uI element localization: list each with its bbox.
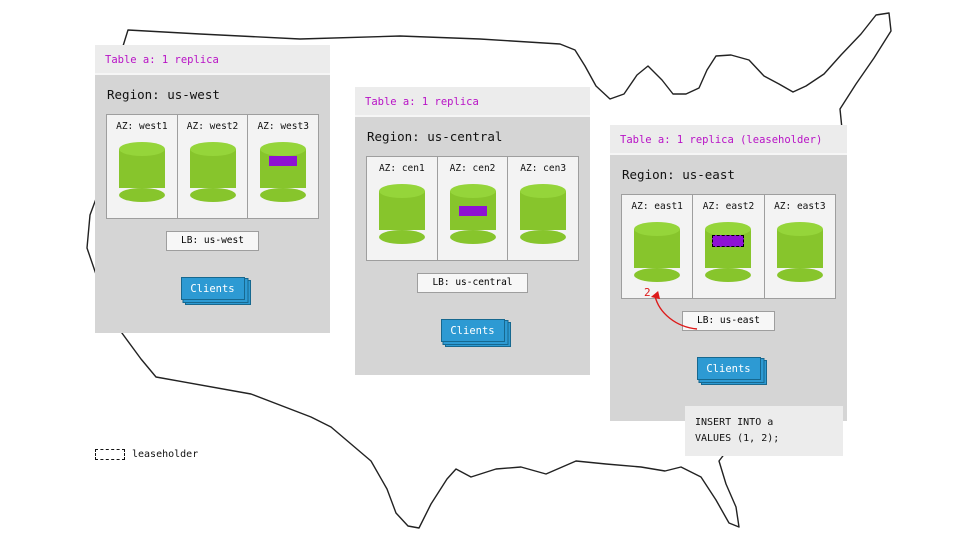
database-cylinder-icon — [118, 142, 165, 202]
replica-marker — [269, 156, 298, 166]
az-label: AZ: west3 — [257, 121, 309, 132]
sql-statement-note: INSERT INTO a VALUES (1, 2); — [685, 406, 843, 456]
az-label: AZ: west1 — [116, 121, 168, 132]
database-cylinder-icon — [705, 222, 752, 282]
az-cell-cen3: AZ: cen3 — [508, 157, 578, 260]
legend: leaseholder — [95, 449, 198, 460]
clients-box: Clients — [696, 357, 761, 380]
clients-box: Clients — [440, 319, 505, 342]
az-cell-east1: AZ: east1 — [622, 195, 694, 298]
region-panel-us-central: Table a: 1 replica Region: us-central AZ… — [355, 87, 590, 375]
az-cell-cen2: AZ: cen2 — [438, 157, 509, 260]
az-cell-cen1: AZ: cen1 — [367, 157, 438, 260]
region-panel-us-west: Table a: 1 replica Region: us-west AZ: w… — [95, 45, 330, 333]
az-label: AZ: cen3 — [520, 163, 567, 174]
az-cell-west1: AZ: west1 — [107, 115, 178, 218]
leaseholder-replica-marker — [712, 235, 745, 247]
az-label: AZ: east2 — [702, 201, 755, 212]
database-cylinder-icon — [260, 142, 307, 202]
az-row: AZ: east1 AZ: east2 AZ: east3 — [621, 194, 836, 299]
az-cell-west2: AZ: west2 — [178, 115, 249, 218]
database-cylinder-icon — [449, 184, 496, 244]
az-label: AZ: east1 — [631, 201, 683, 212]
load-balancer-label: LB: us-west — [166, 231, 259, 251]
load-balancer-label: LB: us-east — [682, 311, 775, 331]
clients-box: Clients — [180, 277, 245, 300]
panel-header: Table a: 1 replica — [355, 87, 590, 117]
az-cell-west3: AZ: west3 — [248, 115, 318, 218]
region-panel-us-east: Table a: 1 replica (leaseholder) Region:… — [610, 125, 847, 421]
region-label: Region: us-east — [622, 167, 735, 182]
panel-header: Table a: 1 replica (leaseholder) — [610, 125, 847, 155]
region-label: Region: us-central — [367, 129, 503, 144]
database-cylinder-icon — [189, 142, 236, 202]
database-cylinder-icon — [634, 222, 681, 282]
load-balancer-label: LB: us-central — [417, 273, 528, 293]
sql-line-1: INSERT INTO a — [695, 417, 774, 428]
region-label: Region: us-west — [107, 87, 220, 102]
az-label: AZ: cen2 — [449, 163, 496, 174]
database-cylinder-icon — [520, 184, 567, 244]
panel-header: Table a: 1 replica — [95, 45, 330, 75]
az-cell-east3: AZ: east3 — [765, 195, 835, 298]
database-cylinder-icon — [378, 184, 425, 244]
az-label: AZ: cen1 — [378, 163, 425, 174]
database-cylinder-icon — [776, 222, 823, 282]
az-row: AZ: cen1 AZ: cen2 AZ: cen3 — [366, 156, 579, 261]
sql-line-2: VALUES (1, 2); — [695, 432, 780, 444]
az-label: AZ: west2 — [186, 121, 239, 132]
az-row: AZ: west1 AZ: west2 AZ: west3 — [106, 114, 319, 219]
leaseholder-swatch-icon — [95, 449, 125, 460]
replica-marker — [458, 206, 487, 216]
write-value-annotation: 2 — [644, 286, 651, 299]
az-label: AZ: east3 — [774, 201, 826, 212]
az-cell-east2: AZ: east2 — [693, 195, 765, 298]
legend-label: leaseholder — [132, 449, 199, 460]
